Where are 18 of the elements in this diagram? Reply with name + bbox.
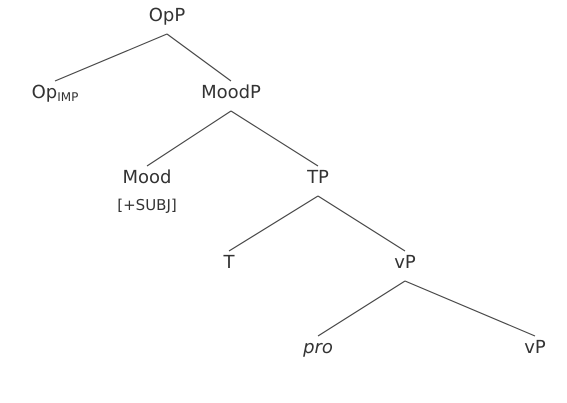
node-label: Mood [122,166,172,190]
tree-branch [166,34,232,82]
node-label: vP [393,251,417,275]
feature-label: [+SUBJ] [116,195,178,216]
tree-branch [230,110,318,166]
node-label: TP [306,166,330,190]
tree-branch [146,110,232,166]
tree-branch [54,34,168,82]
node-label: Op$_{IMP}$ [30,81,80,106]
tree-branch [318,280,406,336]
node-label: MoodP [200,81,262,105]
node-label: vP [523,336,547,360]
node-label: T [222,251,236,275]
tree-branch [404,280,536,336]
tree-branch [318,196,406,252]
node-label: OpP [148,4,186,28]
node-label: pro [302,336,334,360]
tree-branch [228,196,318,252]
